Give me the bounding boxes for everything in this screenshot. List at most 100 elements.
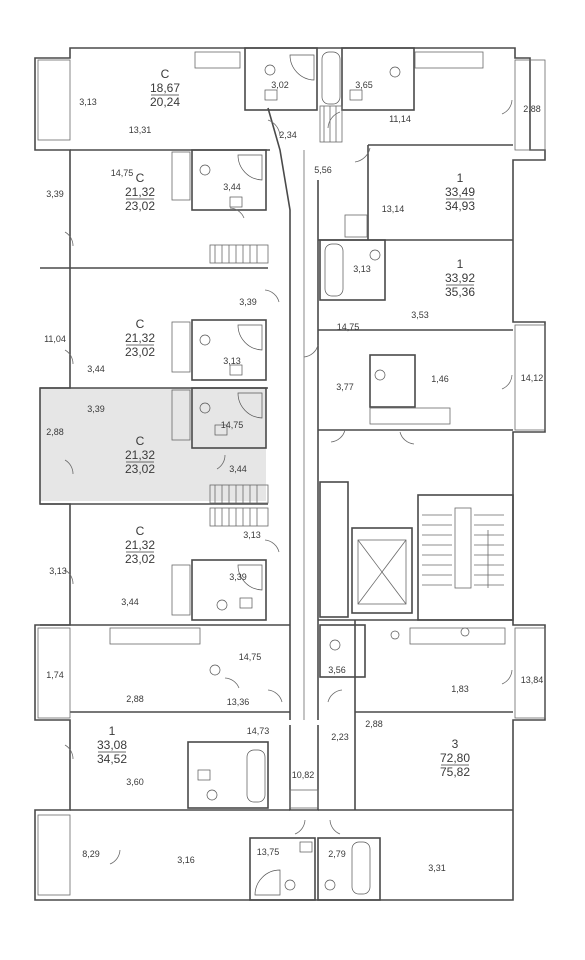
apartment-area_living: 21,32 <box>125 185 155 199</box>
bathroom <box>191 149 267 211</box>
apartment-area_living: 72,80 <box>440 751 470 765</box>
room-area-label: 2,79 <box>328 849 346 859</box>
room-area-label: 11,04 <box>44 334 66 344</box>
apartment-area_living: 33,08 <box>97 738 127 752</box>
room-area-label: 3,39 <box>229 572 247 582</box>
bathroom <box>341 47 415 111</box>
apartment-area_living: 33,92 <box>445 271 475 285</box>
room-area-label: 1,46 <box>431 374 449 384</box>
apartment-area_living: 18,67 <box>150 81 180 95</box>
apartment-area_living: 21,32 <box>125 331 155 345</box>
room-area-label: 3,60 <box>126 777 144 787</box>
bathroom <box>191 559 267 621</box>
bathtub <box>321 51 341 105</box>
room-area-label: 3,13 <box>243 530 261 540</box>
room-area-label: 14,75 <box>111 168 134 178</box>
room-area-label: 10,82 <box>292 770 315 780</box>
room-area-label: 1,83 <box>451 684 469 694</box>
shower <box>254 869 281 896</box>
room-area-label: 13,75 <box>257 847 280 857</box>
room-area-label: 2,88 <box>365 719 383 729</box>
room-area-label: 3,44 <box>229 464 247 474</box>
apartment-type: 1 <box>457 257 464 271</box>
balcony <box>514 627 546 719</box>
sink-icons <box>197 89 363 853</box>
room-area-label: 2,34 <box>279 130 297 140</box>
bathroom <box>369 354 416 408</box>
apartment-area_total: 23,02 <box>125 345 155 359</box>
apartment-area_living: 21,32 <box>125 538 155 552</box>
kitchen-counters <box>109 51 506 645</box>
room-area-label: 3,44 <box>87 364 105 374</box>
bathroom <box>244 47 318 111</box>
balcony <box>37 627 71 719</box>
shower <box>237 154 263 181</box>
room-area-label: 14,75 <box>239 652 262 662</box>
shower <box>237 392 263 419</box>
room-area-label: 14,75 <box>221 420 244 430</box>
apartment-type: 1 <box>109 724 116 738</box>
apartment-area_total: 23,02 <box>125 552 155 566</box>
room-area-labels: 3,1313,313,022,343,6511,142,885,5613,143… <box>44 80 543 873</box>
apartment-area_total: 75,82 <box>440 765 470 779</box>
room-area-label: 3,13 <box>49 566 67 576</box>
apartment-type: C <box>136 171 145 185</box>
elevator-core <box>319 481 413 618</box>
room-area-label: 3,44 <box>223 182 241 192</box>
apartment-area_total: 35,36 <box>445 285 475 299</box>
room-area-label: 3,77 <box>336 382 354 392</box>
apartment-type: C <box>136 524 145 538</box>
apartment-type: C <box>136 317 145 331</box>
door-swings <box>64 99 513 865</box>
highlighted-apartment[interactable] <box>40 388 266 501</box>
apartment-area_total: 20,24 <box>150 95 180 109</box>
room-area-label: 3,39 <box>46 189 64 199</box>
room-area-label: 3,65 <box>355 80 373 90</box>
room-area-label: 3,13 <box>223 356 241 366</box>
room-area-label: 13,36 <box>227 697 250 707</box>
corridor-wall <box>267 107 319 811</box>
bathtub <box>351 841 371 895</box>
apartment-labels: C18,6720,24C21,3223,02C21,3223,02C21,322… <box>97 67 475 779</box>
staircase <box>417 494 514 621</box>
apartment-area_total: 34,52 <box>97 752 127 766</box>
room-area-label: 2,23 <box>331 732 349 742</box>
room-area-label: 1,74 <box>46 670 64 680</box>
balcony <box>37 59 71 141</box>
room-area-label: 2,88 <box>46 427 64 437</box>
apartment-area_total: 23,02 <box>125 199 155 213</box>
apartment-area_living: 21,32 <box>125 448 155 462</box>
room-area-label: 3,39 <box>87 404 105 414</box>
room-area-label: 2,88 <box>523 104 541 114</box>
apartment-type: 3 <box>452 737 459 751</box>
room-area-label: 3,31 <box>428 863 446 873</box>
bathroom <box>317 837 381 901</box>
room-area-label: 13,14 <box>382 204 405 214</box>
balcony <box>37 814 71 896</box>
apartment-area_total: 23,02 <box>125 462 155 476</box>
bathroom <box>319 624 366 678</box>
apartment-area_living: 33,49 <box>445 185 475 199</box>
bathroom <box>191 387 267 449</box>
room-area-label: 3,44 <box>121 597 139 607</box>
room-area-label: 3,02 <box>271 80 289 90</box>
room-area-label: 3,13 <box>79 97 97 107</box>
room-area-label: 3,13 <box>353 264 371 274</box>
shower <box>289 54 315 81</box>
room-area-label: 13,31 <box>129 125 152 135</box>
balcony <box>514 324 546 431</box>
apartment-area_total: 34,93 <box>445 199 475 213</box>
shower <box>237 324 263 351</box>
room-area-label: 8,29 <box>82 849 100 859</box>
bathroom <box>249 837 316 901</box>
room-area-label: 14,73 <box>247 726 270 736</box>
room-area-label: 14,75 <box>337 322 360 332</box>
bathroom <box>319 239 386 301</box>
toilet-icons <box>199 64 470 891</box>
apartment-type: C <box>136 434 145 448</box>
room-area-label: 11,14 <box>389 114 411 124</box>
room-area-label: 3,39 <box>239 297 257 307</box>
room-area-label: 5,56 <box>314 165 332 175</box>
bathroom <box>187 741 269 809</box>
